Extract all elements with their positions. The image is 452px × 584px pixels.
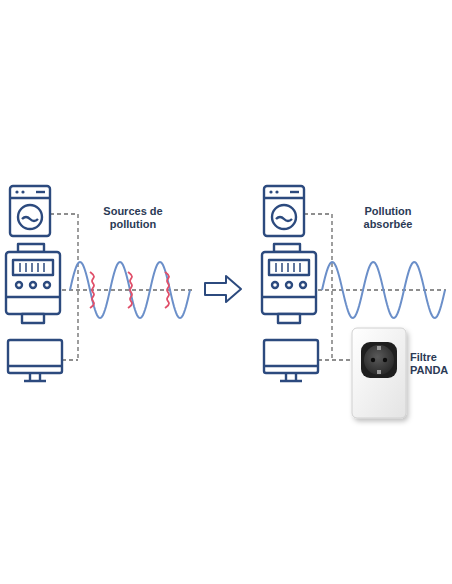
illustration-part: [272, 282, 278, 288]
noise-spikes: [90, 272, 169, 308]
caption-label: Pollution absorbée: [352, 205, 424, 231]
illustration-part: [280, 373, 302, 381]
illustration-part: [276, 263, 300, 272]
device-label: Filtre PANDA: [410, 351, 448, 377]
illustration-part: [31, 263, 33, 272]
illustration-part: [377, 370, 381, 374]
illustration-part: [264, 186, 304, 236]
electric-meter-icon: [6, 244, 60, 323]
illustration-part: [275, 263, 277, 272]
illustration-part: [10, 186, 50, 236]
illustration-part: [318, 289, 446, 290]
illustration-part: [272, 205, 296, 229]
illustration-part: [8, 365, 62, 367]
illustration-part: [25, 263, 27, 272]
illustration-part: [16, 282, 22, 288]
illustration-part: [300, 282, 306, 288]
washing-machine-icon: [10, 186, 50, 236]
electric-meter-icon: [262, 244, 316, 323]
illustration-part: [299, 263, 301, 272]
illustration-part: [20, 263, 44, 272]
illustration-part: [262, 252, 316, 314]
illustration-part: [6, 252, 60, 314]
illustration-part: [24, 373, 46, 381]
illustration-part: [377, 346, 381, 350]
illustration-part: [30, 282, 36, 288]
illustration-part: [371, 358, 375, 362]
illustration-part: [13, 260, 53, 275]
noise-spike: [128, 272, 132, 308]
sine-wave: [322, 262, 445, 318]
illustration-part: [36, 191, 45, 193]
illustration-part: [62, 359, 78, 360]
illustration-part: [293, 263, 295, 272]
illustration-part: [275, 190, 278, 193]
washing-machine-icon: [264, 186, 304, 236]
noise-spike: [90, 272, 94, 308]
illustration-part: [286, 282, 292, 288]
noise-spike: [165, 272, 169, 308]
monitor-icon: [8, 340, 62, 381]
illustration-part: [269, 190, 272, 193]
illustration-part: [22, 217, 38, 221]
illustration-part: [269, 260, 309, 275]
illustration-part: [290, 191, 299, 193]
illustration-part: [352, 328, 406, 418]
illustration-part: [8, 340, 62, 373]
illustration-part: [264, 365, 318, 367]
illustration-part: [287, 263, 289, 272]
dashed-wiring: [50, 214, 192, 360]
illustration-part: [361, 342, 397, 378]
illustration-part: [37, 263, 39, 272]
illustration-part: [15, 190, 18, 193]
illustration-part: [62, 289, 192, 290]
illustration-part: [10, 197, 50, 199]
illustration-part: [264, 340, 318, 373]
illustration-part: [44, 282, 50, 288]
illustration-part: [318, 359, 352, 360]
sine-wave: [70, 262, 190, 318]
illustration-part: [21, 190, 24, 193]
illustration-part: [278, 314, 300, 323]
illustration-part: [6, 296, 60, 298]
illustration-part: [383, 358, 387, 362]
illustration-part: [19, 263, 21, 272]
illustration-part: [18, 205, 42, 229]
caption-label: Sources de pollution: [98, 205, 168, 231]
illustration-part: [281, 263, 283, 272]
transition-arrow: [205, 276, 241, 302]
illustration-part: [262, 296, 316, 298]
filter-device: [352, 328, 406, 418]
illustration-part: [364, 345, 394, 375]
illustration-part: [264, 197, 304, 199]
sine-waves: [70, 262, 445, 318]
illustration-part: [43, 263, 45, 272]
illustration-part: [22, 314, 44, 323]
monitor-icon: [264, 340, 318, 381]
illustration-part: [276, 217, 292, 221]
